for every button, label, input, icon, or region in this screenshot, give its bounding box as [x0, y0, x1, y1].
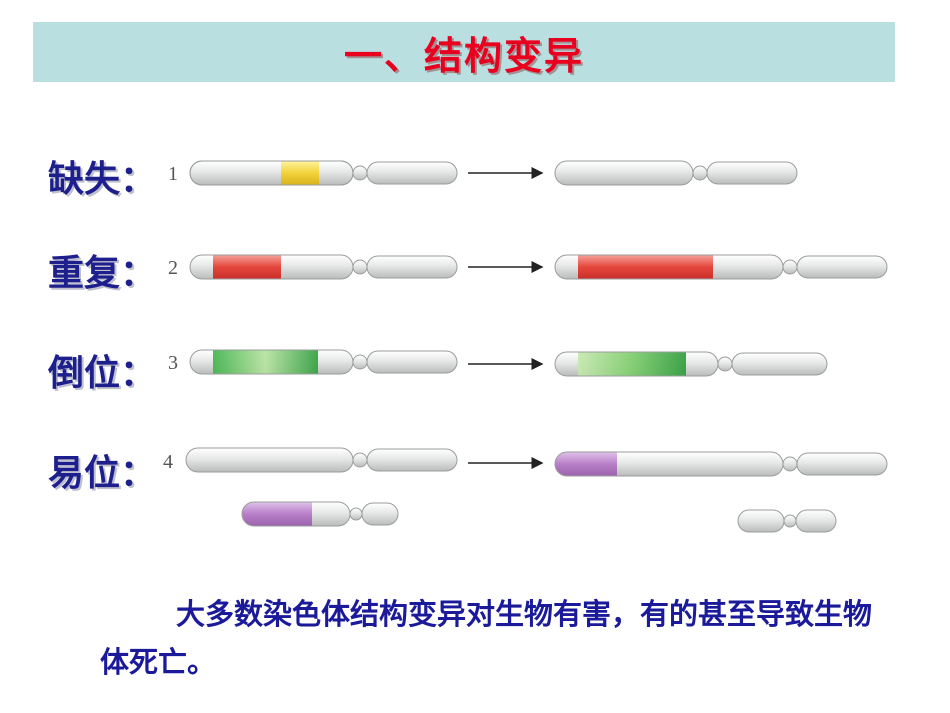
- chromosome-translocation-result-short: [737, 509, 837, 533]
- row-number-2: 2: [168, 257, 178, 279]
- row-number-4: 4: [163, 451, 173, 473]
- label-duplication: 重复：: [48, 252, 157, 294]
- chromosome-translocation-original-short: [241, 501, 399, 527]
- row-number-3: 3: [168, 352, 178, 374]
- caption-text: 大多数染色体结构变异对生物有害，有的甚至导致生物体死亡。: [100, 597, 873, 679]
- chromosome-inversion-original: [189, 349, 458, 375]
- chromosome-translocation-result-long: [554, 451, 888, 477]
- chromosome-duplication-original: [189, 254, 458, 280]
- chromosome-deletion-original: [189, 160, 458, 186]
- slide-title: 一、结构变异: [343, 33, 584, 78]
- chromosome-diagram: 1 2 3: [163, 160, 888, 533]
- chromosome-translocation-original-long: [185, 447, 458, 473]
- label-deletion: 缺失：: [48, 158, 157, 200]
- chromosome-deletion-result: [554, 160, 798, 186]
- chromosome-inversion-result: [554, 351, 828, 377]
- row-number-1: 1: [168, 163, 178, 185]
- label-inversion: 倒位：: [48, 352, 157, 394]
- chromosome-duplication-result: [554, 254, 888, 280]
- label-translocation: 易位：: [48, 452, 157, 494]
- title-bar: 一、结构变异: [33, 22, 895, 82]
